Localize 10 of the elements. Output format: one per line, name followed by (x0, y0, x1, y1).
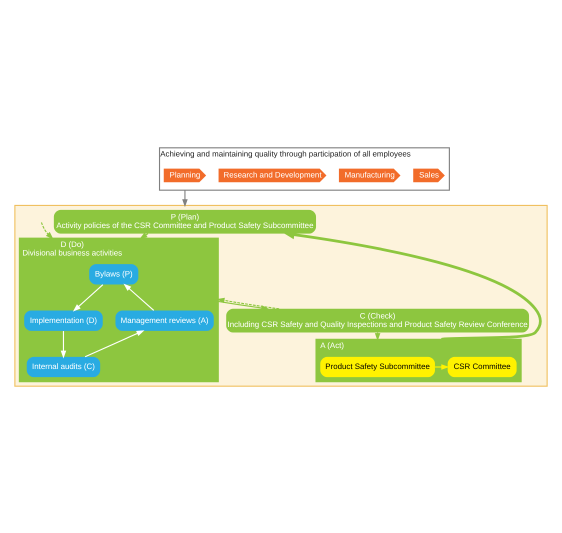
arrow (218, 300, 270, 310)
arrow (216, 297, 280, 309)
arrow (40, 222, 54, 239)
cluster (14, 204, 548, 386)
arrow (60, 330, 66, 358)
arrow (72, 284, 104, 312)
arrow (139, 232, 148, 239)
arrow (124, 283, 154, 310)
arrow (182, 190, 188, 207)
arrow (84, 330, 144, 357)
